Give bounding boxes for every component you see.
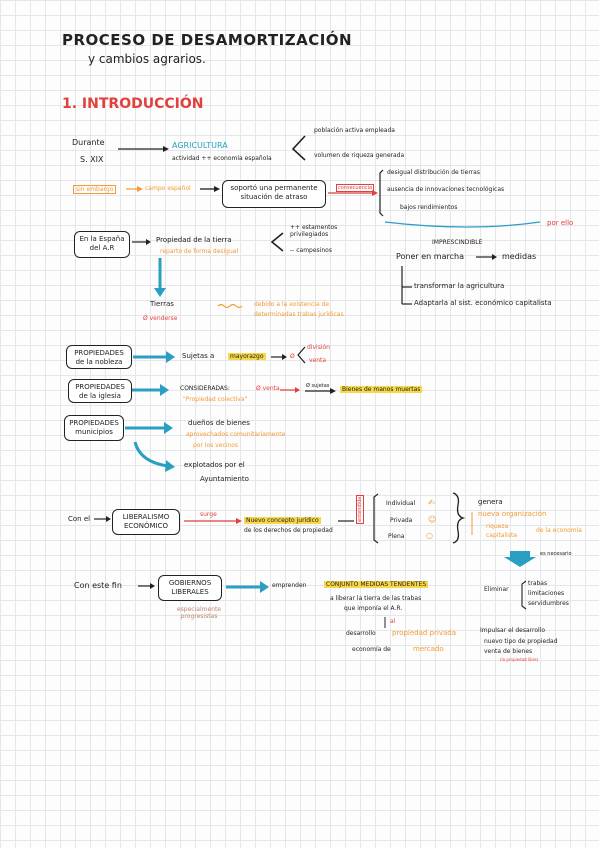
- vol-label: volumen de riqueza generada: [314, 152, 405, 159]
- impulsar-label: Impulsar el desarrollo: [480, 627, 546, 634]
- no-symbol: Ø: [290, 353, 295, 360]
- no-venta-label: Ø venta: [256, 385, 280, 392]
- page-title: PROCESO DE DESAMORTIZACIÓN: [62, 31, 353, 49]
- agricultura-label: AGRICULTURA: [172, 141, 228, 150]
- con-el-label: Con el: [68, 515, 91, 523]
- no-sujetas-label: Ø sujetas: [306, 383, 330, 389]
- lib-item-2: Privada: [390, 517, 413, 524]
- consecuencia-2: ausencia de innovaciones tecnológicas: [387, 186, 505, 193]
- economia-label: de la economía: [536, 527, 582, 534]
- pob-label: población activa empleada: [314, 127, 395, 134]
- derechos-label: de los derechos de propiedad: [244, 527, 333, 534]
- vecinos-label: por los vecinos: [193, 442, 239, 449]
- person-icon: ✍: [428, 498, 435, 507]
- emprenden-label: emprenden: [272, 582, 307, 589]
- capitalista-label: capitalista: [486, 532, 517, 539]
- aprovechados-label: aprovechados comunitariamente: [186, 431, 286, 438]
- consecuencia-1: desigual distribución de tierras: [387, 169, 480, 176]
- por-ello-label: por ello: [547, 219, 574, 227]
- lib-item-1: Individual: [386, 500, 416, 507]
- nobleza-box: PROPIEDADES de la nobleza: [66, 345, 132, 369]
- ayuntamiento-label: Ayuntamiento: [200, 475, 249, 483]
- page-subtitle: y cambios agrarios.: [88, 52, 206, 66]
- durante-label: Durante: [72, 138, 105, 147]
- no-venderse-label: Ø venderse: [143, 315, 178, 322]
- sin-embargo-label: sin embargo: [73, 185, 117, 194]
- debido-label-2: determinadas trabas jurídicas: [254, 311, 344, 318]
- impulsar-1: nuevo tipo de propiedad: [484, 638, 558, 645]
- mercado-label: mercado: [413, 645, 444, 653]
- impulsar-3: (la propiedad libre): [500, 657, 539, 662]
- colectiva-label: "Propiedad colectiva": [183, 396, 248, 403]
- prop-privada-label: propiedad privada: [392, 629, 456, 637]
- campesinos-label: -- campesinos: [290, 247, 332, 254]
- explotados-label: explotados por el: [184, 461, 245, 469]
- manos-muertas-label: Bienes de manos muertas: [340, 386, 423, 393]
- propiedad-label: Propiedad de la tierra: [156, 236, 232, 244]
- genera-label: genera: [478, 498, 503, 506]
- impulsar-2: venta de bienes: [484, 648, 533, 655]
- consecuencia-3: bajos rendimientos: [400, 204, 458, 211]
- riqueza-label: riqueza: [486, 523, 509, 530]
- eliminar-2: limitaciones: [528, 590, 565, 597]
- user-icon: ☺: [428, 515, 437, 524]
- esp-label: especialmente progresistas: [176, 606, 221, 620]
- liberar-label: a liberar la tierra de las trabas: [330, 595, 422, 602]
- entendida-label: entendida: [356, 494, 364, 524]
- municipios-box: PROPIEDADES municipios: [64, 415, 124, 441]
- medida-2: Adaptarla al sist. económico capitalista: [414, 299, 552, 307]
- imprescindible-label: IMPRESCINDIBLE: [432, 239, 483, 246]
- surge-label: surge: [200, 511, 217, 518]
- medida-1: transformar la agricultura: [414, 282, 505, 290]
- consecuencia-label: consecuencia: [336, 184, 375, 192]
- atraso-box: soportó una permanente situación de atra…: [222, 180, 326, 208]
- campo-label: campo español: [145, 185, 191, 192]
- estamentos-label: ++ estamentos privilegiados: [290, 224, 338, 238]
- division-label: división: [307, 344, 330, 351]
- con-este-label: Con este fin: [74, 581, 122, 590]
- nueva-org-label: nueva organización: [478, 510, 547, 518]
- nuevo-concepto-label: Nuevo concepto jurídico: [244, 517, 321, 524]
- ar-box: En la España del A.R: [74, 231, 130, 258]
- siglo-label: S. XIX: [80, 155, 104, 164]
- debido-label: debido a la existencia de: [254, 301, 330, 308]
- mayorazgo-label: mayorazgo: [228, 353, 266, 360]
- duenos-label: dueños de bienes: [188, 419, 250, 427]
- gob-economia-label: economía de: [352, 646, 391, 653]
- desarrollo-label: desarrollo: [346, 630, 376, 637]
- liberalismo-box: LIBERALISMO ECONÓMICO: [112, 509, 180, 535]
- gobiernos-box: GOBIERNOS LIBERALES: [158, 575, 222, 601]
- eliminar-3: servidumbres: [528, 600, 569, 607]
- conjunto-label: CONJUNTO MEDIDAS TENDENTES: [324, 581, 429, 588]
- necesario-label: es necesario: [540, 551, 572, 557]
- venta-label: venta: [309, 357, 327, 364]
- section-heading: 1. INTRODUCCIÓN: [62, 96, 204, 112]
- medidas-label: medidas: [502, 252, 537, 261]
- iglesia-box: PROPIEDADES de la iglesia: [68, 379, 132, 403]
- sujetas-label: Sujetas a: [182, 352, 215, 360]
- eliminar-label: Eliminar: [484, 586, 509, 593]
- reparto-label: reparto de forma desigual: [160, 248, 239, 255]
- agricultura-sub: actividad ++ economía española: [172, 155, 272, 162]
- consideradas-label: CONSIDERADAS:: [180, 385, 230, 392]
- lib-item-3: Plena: [388, 533, 405, 540]
- eliminar-1: trabas: [528, 580, 548, 587]
- circle-icon: ○: [426, 531, 433, 540]
- tierras-label: Tierras: [150, 300, 174, 308]
- al-label: al: [390, 618, 396, 625]
- impone-label: que imponía el A.R.: [344, 605, 403, 612]
- poner-label: Poner en marcha: [396, 252, 464, 261]
